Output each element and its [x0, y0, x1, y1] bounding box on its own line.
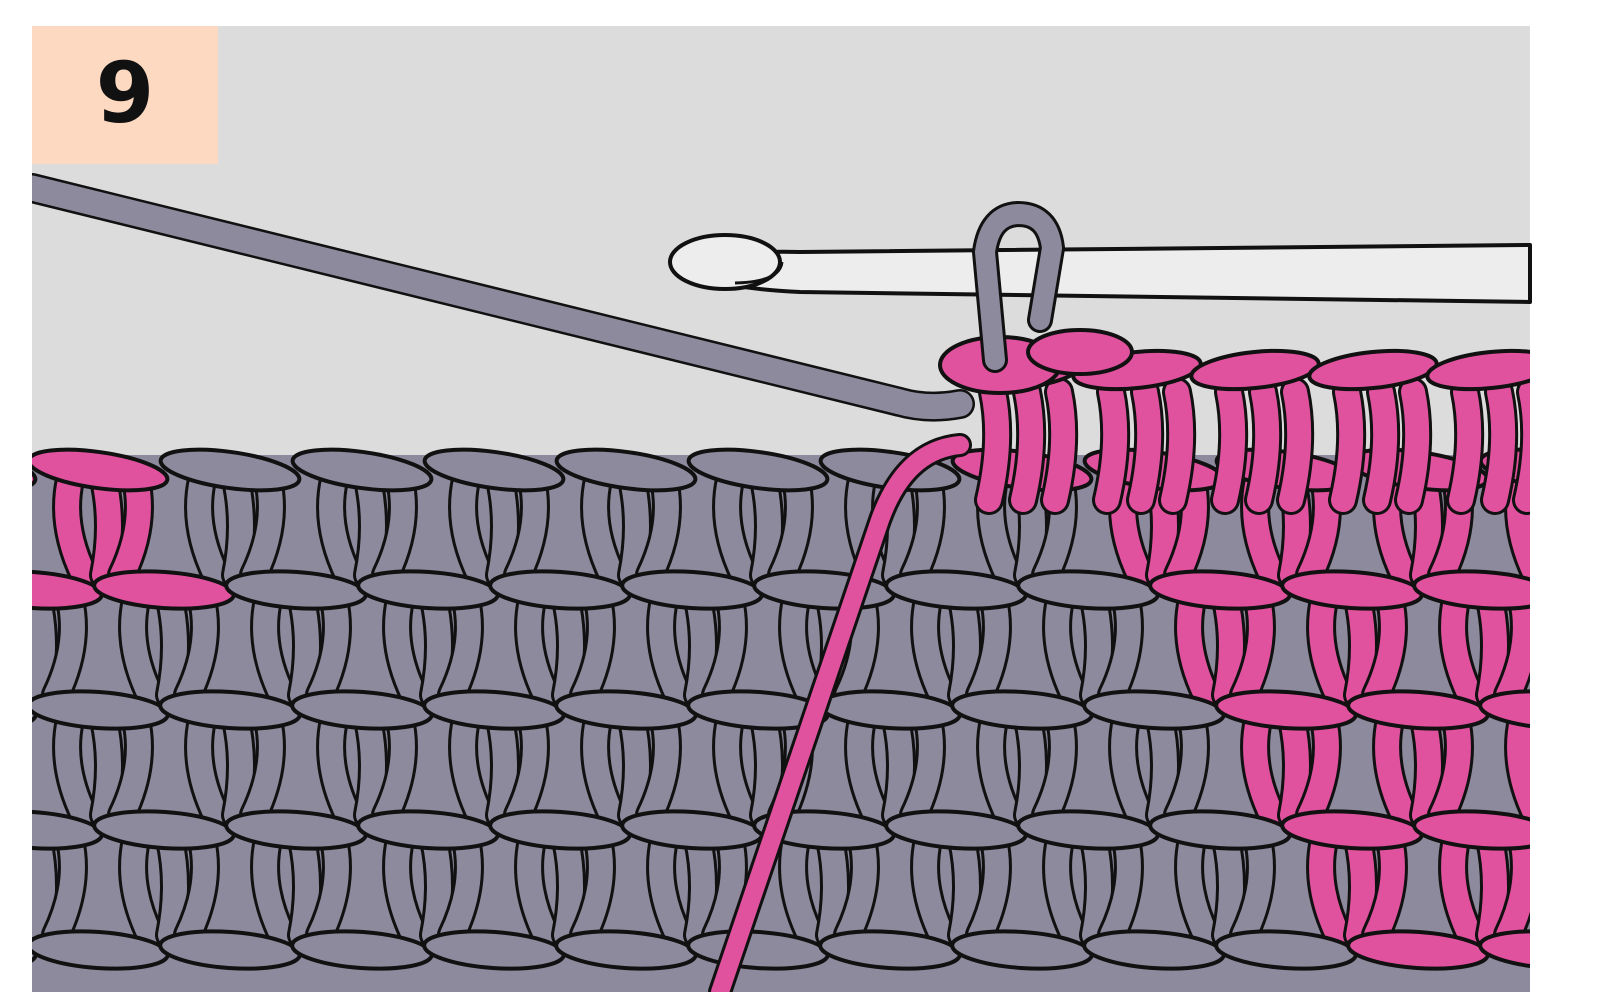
stitch-post: [1579, 392, 1587, 500]
stitch-post-fill: [962, 840, 967, 935]
stitch-post: [1, 600, 18, 695]
stitch-post-fill: [1, 600, 18, 695]
stitch-post: [1556, 480, 1561, 575]
stitch-post-fill: [764, 480, 769, 575]
stitch-post-fill: [236, 480, 241, 575]
stitch-post-fill: [962, 600, 967, 695]
stitch-post: [1, 840, 18, 935]
stitch-post-fill: [0, 720, 7, 815]
stitch-post-fill: [1574, 480, 1591, 575]
stitch-chain: [0, 687, 37, 733]
stitch-chain: [1545, 807, 1600, 853]
stitch-post: [1556, 720, 1561, 815]
stitch-post-fill: [104, 720, 109, 815]
stitch-post-fill: [1585, 840, 1600, 935]
stitch-post-fill: [500, 720, 505, 815]
stitch-post-fill: [1094, 600, 1099, 695]
stitch-post-fill: [896, 720, 901, 815]
stitch-post-fill: [989, 392, 997, 500]
stitch-post-fill: [1028, 720, 1033, 815]
stitch-post-fill: [1107, 392, 1115, 500]
stitch-post: [1574, 480, 1591, 575]
stitch-post-fill: [1490, 840, 1495, 935]
stitch-post-fill: [368, 480, 373, 575]
stitch-post-fill: [830, 840, 835, 935]
step-badge: 9: [32, 26, 218, 164]
stitch-post-fill: [236, 720, 241, 815]
stitch-post-fill: [1259, 392, 1267, 500]
stitch-post-fill: [566, 840, 571, 935]
stitch-post-fill: [0, 480, 7, 575]
stitch-post-fill: [1160, 720, 1165, 815]
stitch-post-fill: [1226, 600, 1231, 695]
stitch-post: [1574, 720, 1591, 815]
stitch-post-fill: [500, 480, 505, 575]
stitch-post-fill: [1, 840, 18, 935]
stitch-post-fill: [698, 600, 703, 695]
stitch-post-fill: [1495, 392, 1503, 500]
stitch-post-fill: [1409, 392, 1417, 500]
stitch-post-fill: [104, 480, 109, 575]
stitch-post-fill: [1585, 600, 1600, 695]
stitch-post: [1585, 840, 1600, 935]
stitch-post: [0, 720, 7, 815]
stitch-post-fill: [170, 600, 175, 695]
stitch-post-fill: [1291, 392, 1299, 500]
stitch-post-fill: [302, 600, 307, 695]
stitch-post-fill: [1358, 840, 1363, 935]
step-number: 9: [96, 51, 154, 135]
stitch-post-fill: [1527, 392, 1535, 500]
stitch-post-fill: [1023, 392, 1031, 500]
stitch-chain: [1543, 345, 1600, 394]
stitch-post-fill: [1490, 600, 1495, 695]
stitch-post-fill: [1579, 392, 1587, 500]
stitch-post: [0, 480, 7, 575]
stitch-chain: [0, 927, 37, 973]
stitch-post-fill: [38, 840, 43, 935]
stitch-post-fill: [1343, 392, 1351, 500]
stitch-post-fill: [434, 840, 439, 935]
stitch-post-fill: [632, 720, 637, 815]
stitch-post-fill: [1292, 720, 1297, 815]
stitch-post-fill: [1055, 392, 1063, 500]
stitch-post-fill: [698, 840, 703, 935]
stitch-post-fill: [1141, 392, 1149, 500]
stitch-post-fill: [1225, 392, 1233, 500]
stitch-post: [1585, 600, 1600, 695]
stitch-post-fill: [368, 720, 373, 815]
stitch-post-fill: [1556, 480, 1561, 575]
stitch-post-fill: [302, 840, 307, 935]
stitch-post-fill: [1519, 720, 1536, 815]
stitch-post-fill: [1094, 840, 1099, 935]
stitch-post-fill: [1424, 720, 1429, 815]
stitch-post-fill: [1226, 840, 1231, 935]
stitch-post-fill: [434, 600, 439, 695]
stitch-post-fill: [1377, 392, 1385, 500]
stitch-post-fill: [170, 840, 175, 935]
stitch-post-fill: [764, 720, 769, 815]
stitch-post-fill: [1461, 392, 1469, 500]
stitch-post-fill: [1173, 392, 1181, 500]
stitch-chain: [1545, 567, 1600, 613]
stitch-post-fill: [1358, 600, 1363, 695]
stitch-post-fill: [632, 480, 637, 575]
stitch-post-fill: [1556, 720, 1561, 815]
stitch-post-fill: [38, 600, 43, 695]
stitch-post-fill: [1574, 720, 1591, 815]
stitch-post-fill: [566, 600, 571, 695]
